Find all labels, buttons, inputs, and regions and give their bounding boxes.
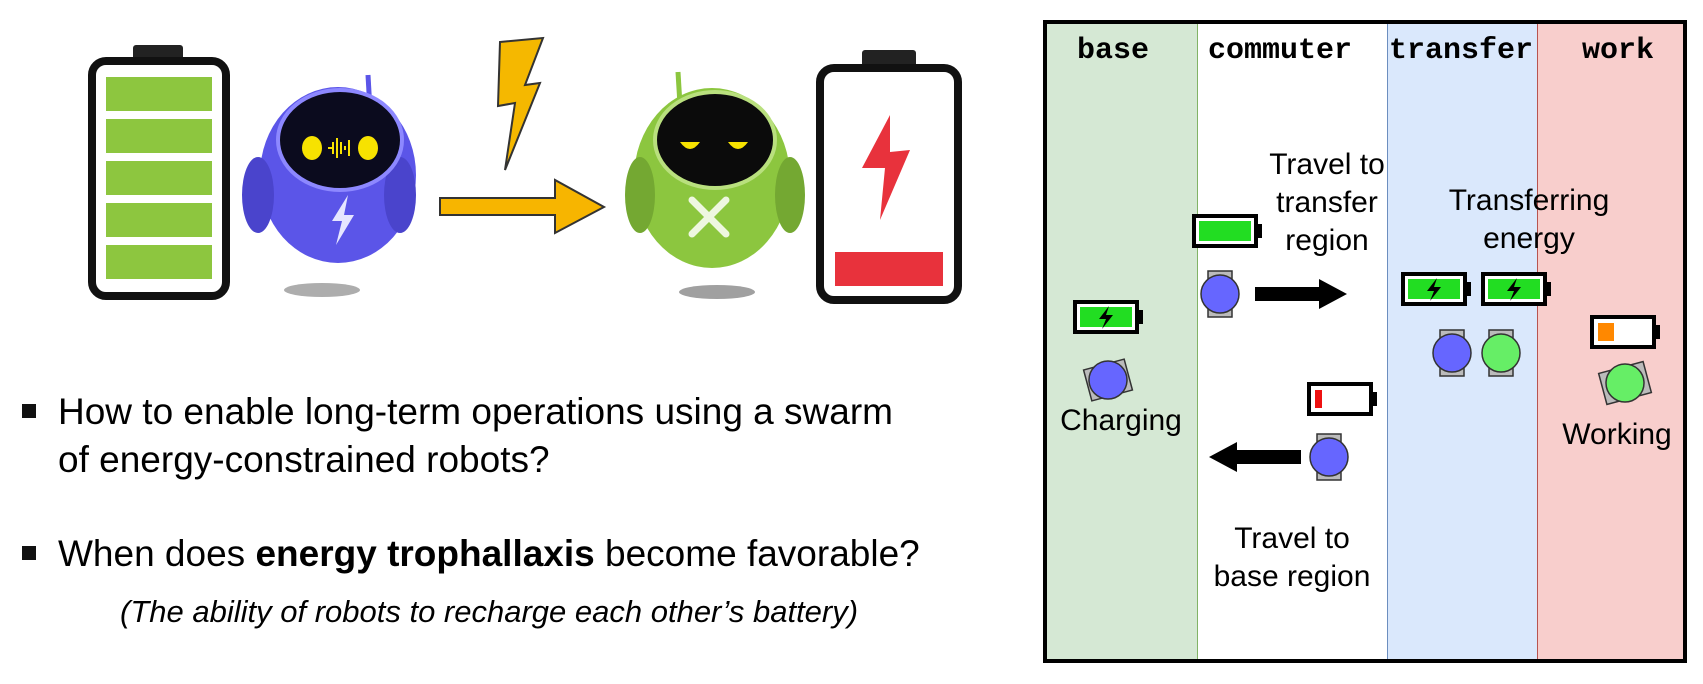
robot-transfer-receiver-icon bbox=[1481, 329, 1521, 377]
robot-transfer-donor-icon bbox=[1432, 329, 1472, 377]
lightning-bolt-icon bbox=[496, 36, 545, 171]
battery-charging-icon bbox=[1481, 272, 1551, 306]
label-charging: Charging bbox=[1060, 404, 1182, 437]
battery-low-icon bbox=[1307, 382, 1377, 416]
bullet-text-1-line-2: of energy-constrained robots? bbox=[58, 439, 550, 480]
bullet-2-post: become favorable? bbox=[594, 533, 920, 574]
battery-medium-icon bbox=[1590, 315, 1660, 349]
label-travel-to-transfer: Travel to transfer region bbox=[1237, 146, 1417, 260]
label-travel-to-base-line-2: base region bbox=[1213, 560, 1371, 593]
label-travel-to-transfer-line-1: Travel to bbox=[1269, 148, 1385, 181]
region-label-transfer: transfer bbox=[1389, 34, 1534, 68]
bullet-text-2: When does energy trophallaxis become fav… bbox=[58, 530, 920, 578]
region-label-commuter: commuter bbox=[1208, 34, 1353, 68]
transfer-arrow-icon bbox=[439, 178, 607, 235]
arrow-left-icon bbox=[1209, 442, 1301, 472]
robot-work-icon bbox=[1597, 360, 1653, 406]
region-diagram: base commuter transfer work bbox=[1043, 20, 1687, 663]
bullet-text-1-line-1: How to enable long-term operations using… bbox=[58, 391, 893, 432]
label-transferring-energy-line-1: Transferring bbox=[1448, 184, 1610, 217]
battery-full-icon bbox=[1192, 214, 1262, 248]
bullet-marker bbox=[22, 404, 36, 418]
bullet-marker bbox=[22, 546, 36, 560]
region-label-work: work bbox=[1582, 34, 1655, 68]
label-transferring-energy-line-2: energy bbox=[1483, 222, 1575, 255]
battery-depleted-icon bbox=[816, 50, 962, 304]
label-working: Working bbox=[1562, 418, 1672, 451]
battery-full-icon bbox=[88, 45, 230, 300]
region-diagram-graphics bbox=[1073, 214, 1660, 481]
robot-commuter-outbound-icon bbox=[1200, 270, 1240, 318]
label-travel-to-transfer-line-3: region bbox=[1285, 224, 1369, 257]
label-travel-to-base-line-1: Travel to bbox=[1234, 522, 1350, 555]
illustration bbox=[88, 36, 962, 304]
bullet-2-pre: When does bbox=[58, 533, 256, 574]
battery-charging-icon bbox=[1073, 300, 1143, 334]
region-base bbox=[1047, 24, 1198, 659]
robot-commuter-inbound-icon bbox=[1309, 433, 1349, 481]
region-commuter bbox=[1198, 24, 1388, 659]
robot-depleted-icon bbox=[625, 71, 805, 299]
label-travel-to-base: Travel to base region bbox=[1197, 520, 1387, 596]
label-transferring-energy: Transferring energy bbox=[1429, 182, 1629, 258]
label-travel-to-transfer-line-2: transfer bbox=[1276, 186, 1378, 219]
region-label-base: base bbox=[1077, 34, 1150, 68]
bullet-2-bold: energy trophallaxis bbox=[255, 533, 595, 574]
arrow-right-icon bbox=[1255, 279, 1347, 309]
robot-base-icon bbox=[1082, 358, 1134, 402]
robot-charged-icon bbox=[242, 74, 416, 297]
battery-charging-icon bbox=[1401, 272, 1471, 306]
definition-note: (The ability of robots to recharge each … bbox=[120, 594, 859, 629]
